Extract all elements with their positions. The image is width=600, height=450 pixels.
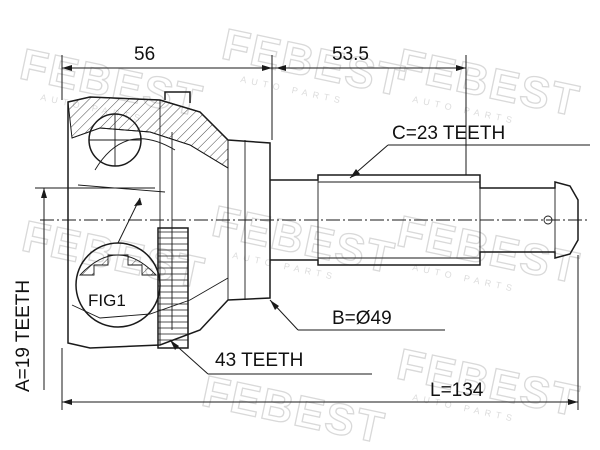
callout-abs-teeth: 43 TEETH xyxy=(169,339,372,375)
callout-abs-teeth-label: 43 TEETH xyxy=(215,350,303,371)
callout-inner-teeth: C=23 TEETH xyxy=(349,123,590,179)
watermark-brand: FEBEST xyxy=(198,367,390,450)
dimension-length: L=134 xyxy=(61,255,579,410)
callout-seal-diameter-label: B=Ø49 xyxy=(332,308,392,329)
fig1-detail: FIG1 xyxy=(75,197,161,328)
dimension-outer-teeth: A=19 TEETH xyxy=(13,187,80,392)
callout-inner-teeth-label: C=23 TEETH xyxy=(392,123,505,144)
dim-outer-teeth-label: A=19 TEETH xyxy=(13,280,34,392)
dimension-56: 56 xyxy=(61,44,273,140)
fig1-label: FIG1 xyxy=(88,291,126,310)
stub-shaft xyxy=(270,174,579,266)
dimension-53-5: 53.5 xyxy=(272,44,467,175)
abs-ring xyxy=(157,227,189,349)
ball-upper xyxy=(88,113,142,167)
dim-length-label: L=134 xyxy=(430,380,484,401)
callout-seal-diameter: B=Ø49 xyxy=(269,299,445,331)
dim-53-5-label: 53.5 xyxy=(332,44,369,65)
dim-56-label: 56 xyxy=(134,44,155,65)
watermark-group: FEBEST AUTO PARTS FEBEST AUTO PARTS FEBE… xyxy=(15,19,585,450)
